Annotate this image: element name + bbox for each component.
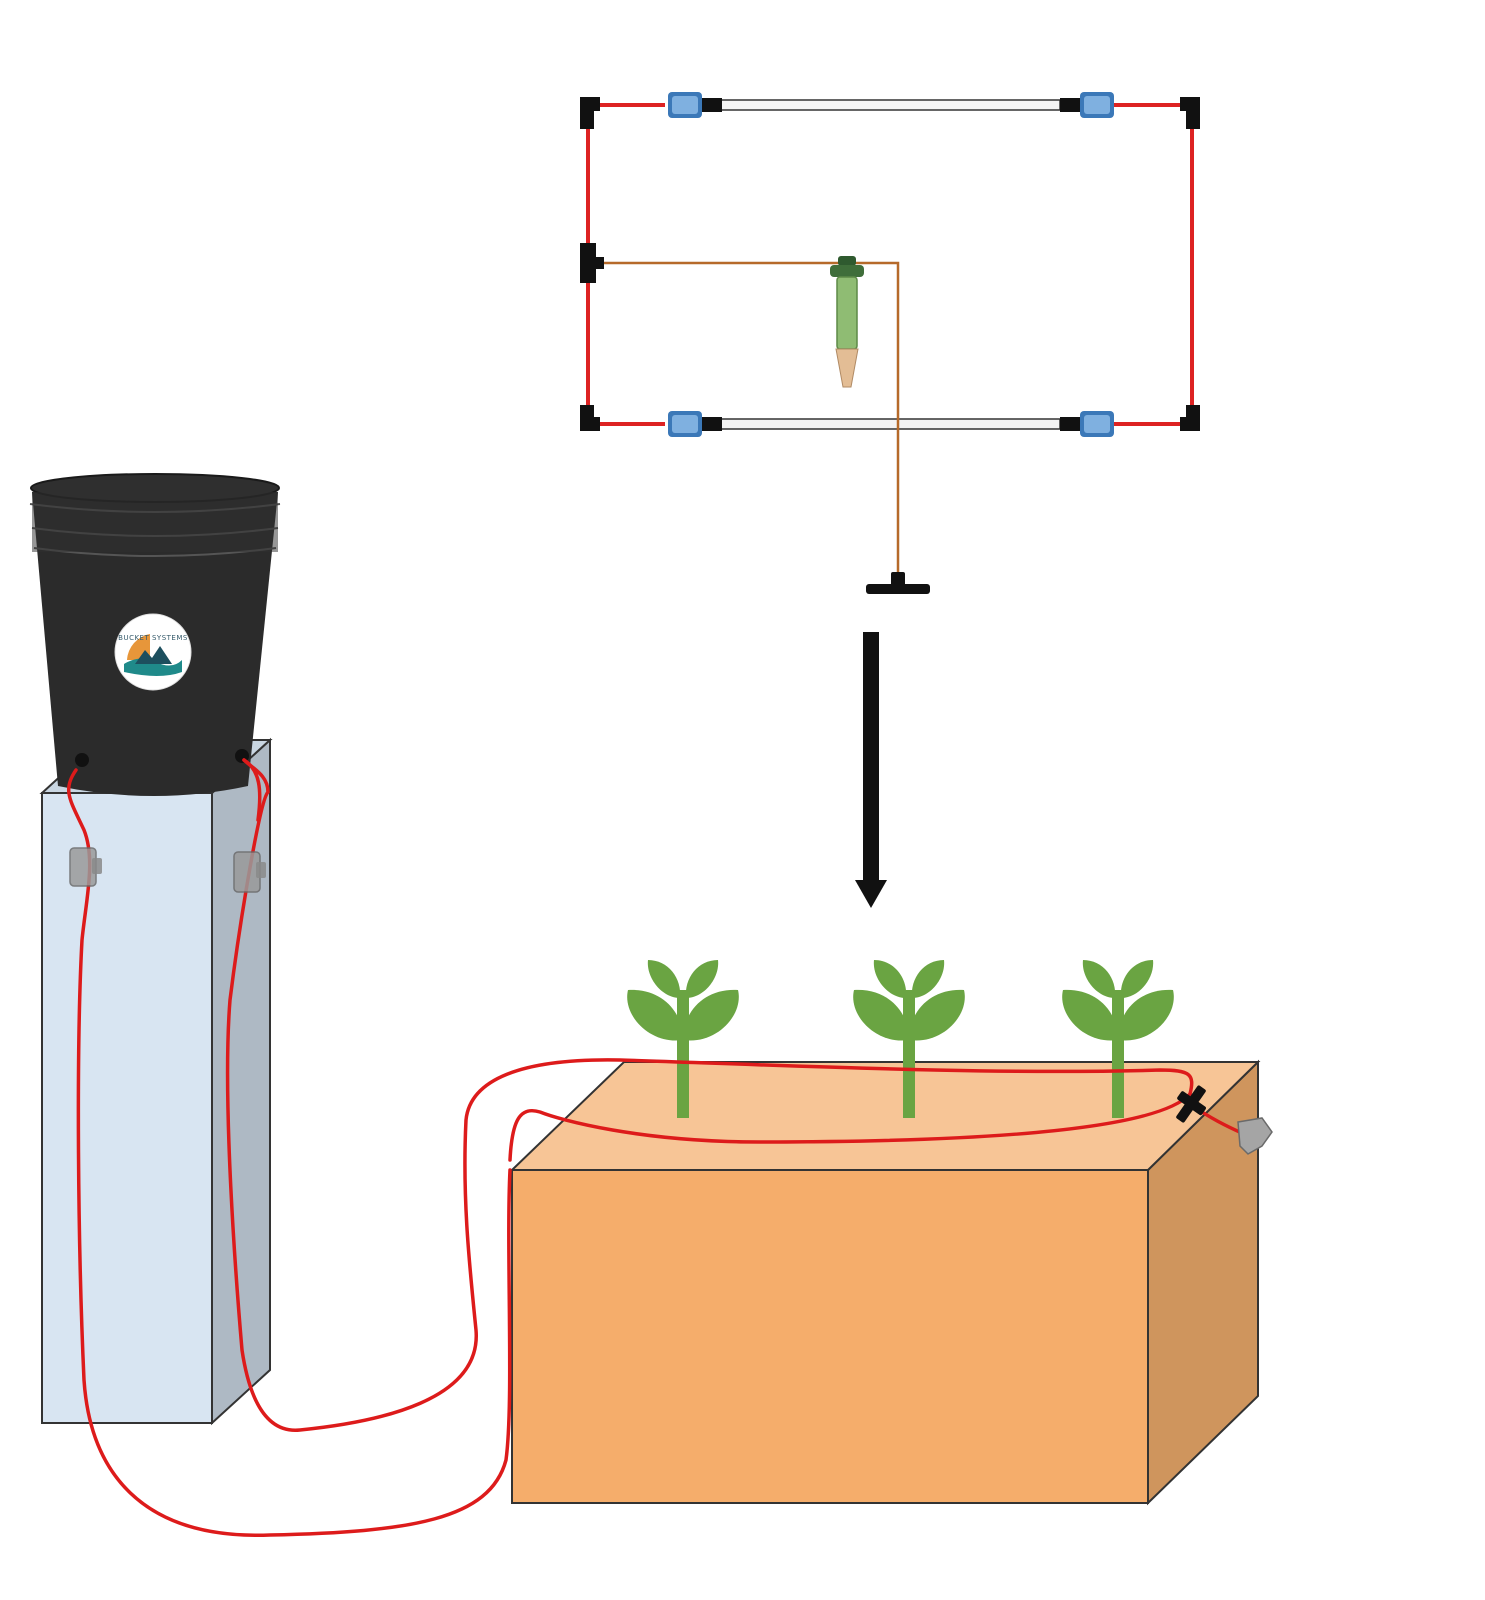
fitting-bottom-left — [700, 417, 722, 431]
moisture-sensor-probe — [830, 256, 864, 388]
bucket-logo: BUCKET SYSTEMS — [114, 613, 192, 691]
elbow-bottom-left — [580, 405, 600, 431]
tubing-tee-fitting — [1176, 1085, 1206, 1123]
tube-clip-left — [69, 847, 102, 887]
elbow-bottom-right — [1180, 405, 1200, 431]
tubing-planter-loop — [508, 1092, 1192, 1162]
elbow-top-right — [1180, 97, 1200, 129]
tubing-planter-back — [225, 758, 1194, 1432]
blue-connector-top-right — [1080, 92, 1114, 118]
fitting-top-right — [1060, 98, 1082, 112]
down-arrow — [855, 632, 887, 908]
tube-clip-right — [233, 851, 266, 893]
blue-connector-bottom-right — [1080, 411, 1114, 437]
plant-1 — [627, 960, 739, 1118]
tee-left — [580, 243, 596, 283]
sensor-wire — [604, 261, 900, 572]
planter-front-face — [511, 1169, 1149, 1504]
inline-tee-connector — [866, 572, 930, 594]
plant-3 — [1062, 960, 1174, 1118]
elbow-top-left — [580, 97, 600, 129]
tubing-right-spigot-lead — [242, 758, 262, 822]
frame-bottom-clear-tube — [719, 418, 1061, 430]
bucket-rim-band — [32, 492, 278, 552]
pedestal-stand — [39, 737, 273, 1426]
blue-connector-bottom-left — [668, 411, 702, 437]
bucket-spigot-left — [75, 753, 89, 767]
tee-left-branch — [594, 257, 604, 269]
bucket-logo-text: BUCKET SYSTEMS — [118, 634, 188, 642]
fitting-bottom-right — [1060, 417, 1082, 431]
fitting-top-left — [700, 98, 722, 112]
water-bucket: BUCKET SYSTEMS — [29, 473, 281, 796]
tubing-frame-detail — [580, 92, 1200, 594]
frame-top-clear-tube — [719, 99, 1061, 111]
end-clamp — [1237, 1117, 1273, 1155]
plant-2 — [853, 960, 965, 1118]
pedestal-front-face — [41, 792, 213, 1424]
planter-box — [509, 1059, 1261, 1506]
blue-connector-top-left — [668, 92, 702, 118]
